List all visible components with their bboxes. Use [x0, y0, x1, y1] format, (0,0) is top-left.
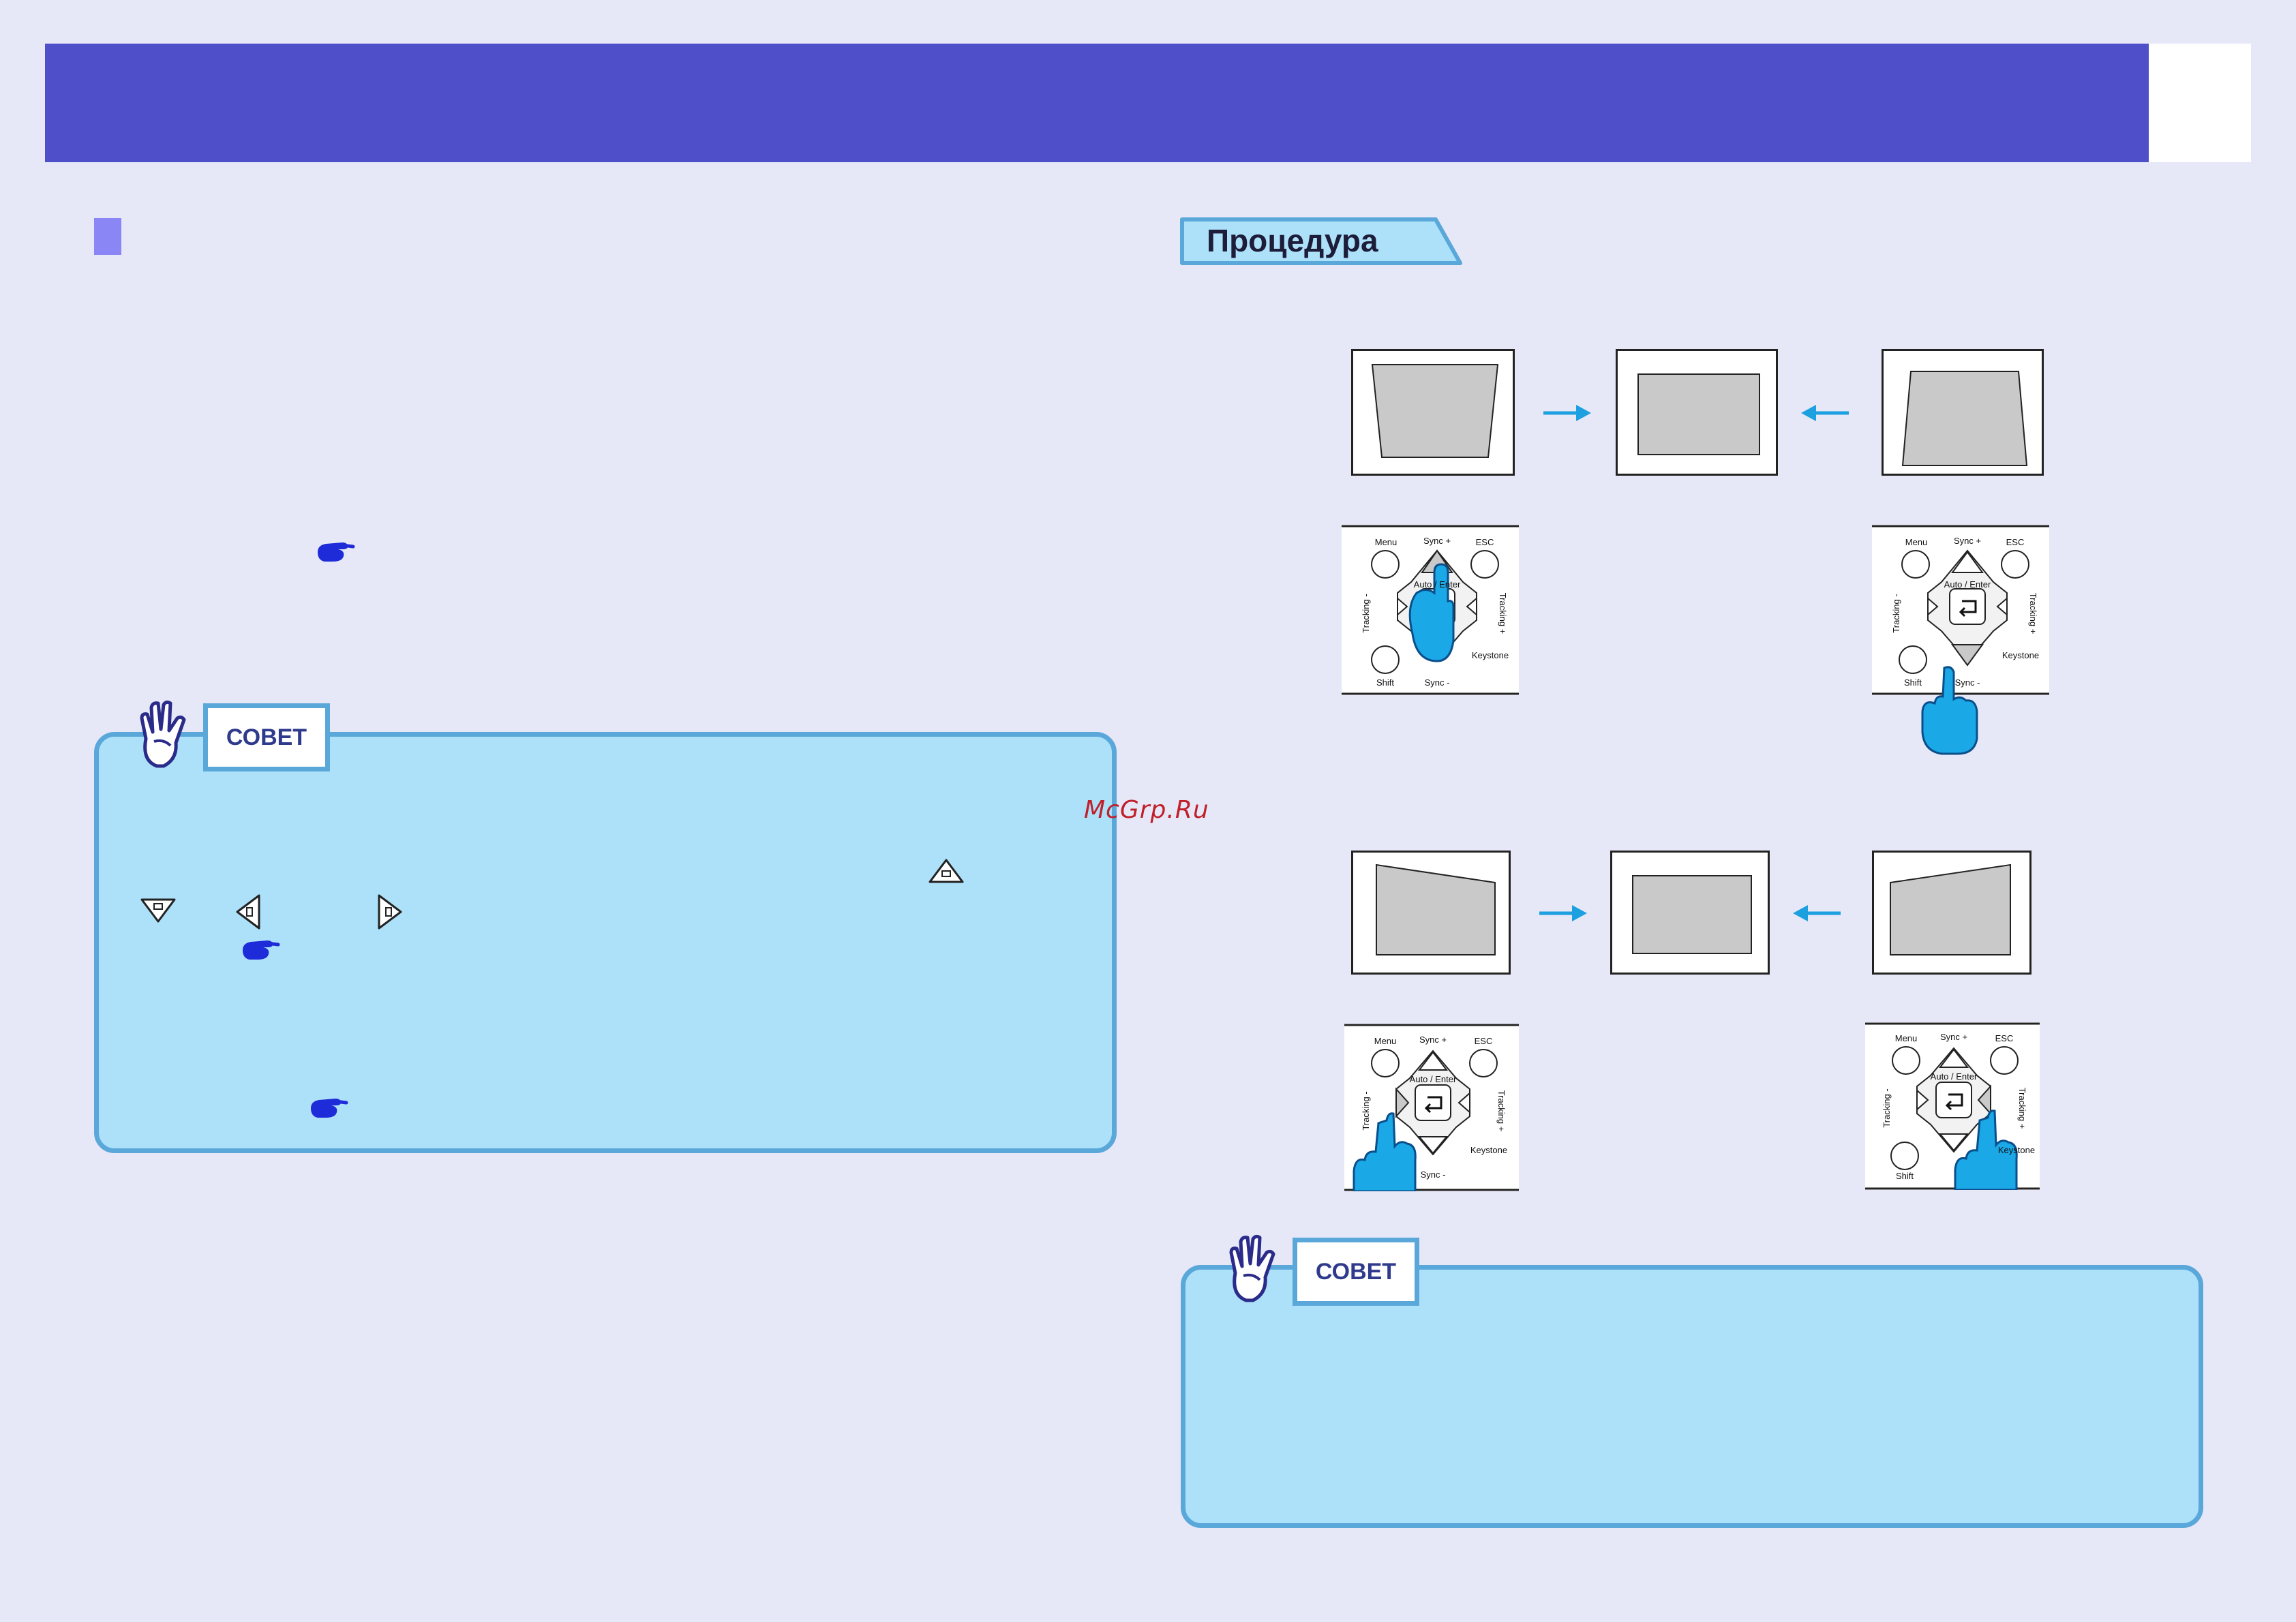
- remote-tracking-plus-label: Tracking +: [1496, 1090, 1507, 1132]
- screen-keystone-corrected-2: [1610, 851, 1770, 975]
- pointing-hand-icon[interactable]: [315, 538, 356, 566]
- remote-auto-enter-label: Auto / Enter: [1944, 579, 1991, 590]
- pointing-hand-icon[interactable]: [308, 1095, 349, 1122]
- remote-control-right: Menu Sync + ESC Auto / Enter Keystone Sh…: [1865, 1022, 2040, 1190]
- finger-press-down: [1920, 664, 1981, 756]
- remote-sync-plus-label: Sync +: [1423, 536, 1451, 546]
- remote-tracking-minus-label: Tracking -: [1361, 1091, 1371, 1130]
- arrow-left-icon: [1800, 402, 1850, 424]
- down-keystone-key-icon: [139, 897, 177, 924]
- remote-keystone-label: Keystone: [1470, 1145, 1507, 1155]
- remote-keystone-label: Keystone: [1472, 650, 1509, 660]
- tip-label-right: СОВЕТ: [1293, 1238, 1419, 1306]
- remote-auto-enter-label: Auto / Enter: [1931, 1071, 1978, 1082]
- remote-tracking-minus-label: Tracking -: [1361, 594, 1371, 632]
- remote-tracking-minus-label: Tracking -: [1891, 594, 1901, 632]
- tip-hand-icon: [136, 698, 202, 773]
- remote-auto-enter-label: Auto / Enter: [1410, 1074, 1457, 1084]
- procedure-heading-text: Процедура: [1207, 223, 1378, 258]
- remote-control-left: Menu Sync + ESC Auto / Enter Keystone Sy…: [1344, 1024, 1519, 1191]
- screen-keystone-right-tall: [1872, 851, 2031, 975]
- remote-tracking-minus-label: Tracking -: [1882, 1088, 1892, 1127]
- watermark: McGrp.Ru: [1084, 796, 1209, 824]
- right-keystone-key-icon: [376, 893, 404, 931]
- remote-esc-label: ESC: [1995, 1033, 2014, 1043]
- remote-shift-label: Shift: [1376, 677, 1394, 688]
- up-keystone-key-icon: [927, 857, 965, 885]
- remote-sync-minus-label: Sync -: [1425, 677, 1450, 688]
- remote-shift-label: Shift: [1896, 1171, 1914, 1181]
- remote-auto-enter-label: Auto / Enter: [1414, 579, 1461, 590]
- arrow-left-icon: [1792, 902, 1842, 924]
- header-bar: [45, 44, 2149, 162]
- tip-label-text: СОВЕТ: [1315, 1258, 1397, 1285]
- remote-control-up: Menu Sync + ESC Auto / Enter Keystone Sh…: [1342, 525, 1519, 695]
- screen-keystone-corrected: [1616, 349, 1778, 476]
- screen-keystone-left-tall: [1351, 851, 1511, 975]
- pointing-hand-icon[interactable]: [240, 936, 281, 964]
- remote-menu-label: Menu: [1895, 1033, 1918, 1043]
- arrow-right-icon: [1538, 902, 1588, 924]
- remote-keystone-label: Keystone: [1998, 1145, 2035, 1155]
- remote-sync-plus-label: Sync +: [1419, 1035, 1447, 1045]
- remote-menu-label: Menu: [1905, 537, 1928, 547]
- screen-keystone-bottom-wide: [1882, 349, 2044, 476]
- arrow-right-icon: [1542, 402, 1592, 424]
- tip-label-text: СОВЕТ: [226, 724, 307, 750]
- remote-keystone-label: Keystone: [2002, 650, 2039, 660]
- tip-label-left: СОВЕТ: [203, 703, 330, 771]
- procedure-heading: Процедура: [1179, 217, 1464, 266]
- remote-control-down: Menu Sync + ESC Auto / Enter Keystone Sh…: [1872, 525, 2049, 695]
- remote-menu-label: Menu: [1374, 1036, 1397, 1046]
- remote-sync-plus-label: Sync +: [1940, 1032, 1967, 1042]
- left-keystone-key-icon: [235, 893, 262, 931]
- remote-menu-label: Menu: [1375, 537, 1398, 547]
- remote-tracking-plus-label: Tracking +: [2028, 593, 2038, 634]
- header-page-tab: [2149, 44, 2251, 162]
- tip-hand-icon: [1226, 1232, 1291, 1307]
- remote-sync-minus-label: Sync -: [1421, 1169, 1446, 1180]
- remote-esc-label: ESC: [2006, 537, 2025, 547]
- remote-esc-label: ESC: [1476, 537, 1494, 547]
- remote-sync-plus-label: Sync +: [1954, 536, 1981, 546]
- remote-tracking-plus-label: Tracking +: [1498, 593, 1508, 634]
- remote-esc-label: ESC: [1475, 1036, 1493, 1046]
- remote-shift-label: Shift: [1904, 677, 1922, 688]
- remote-sync-minus-label: Sync -: [1955, 677, 1980, 688]
- screen-keystone-top-wide: [1351, 349, 1515, 476]
- section-marker: [94, 218, 121, 255]
- tip-box-right: [1181, 1265, 2203, 1528]
- remote-tracking-plus-label: Tracking +: [2017, 1088, 2027, 1129]
